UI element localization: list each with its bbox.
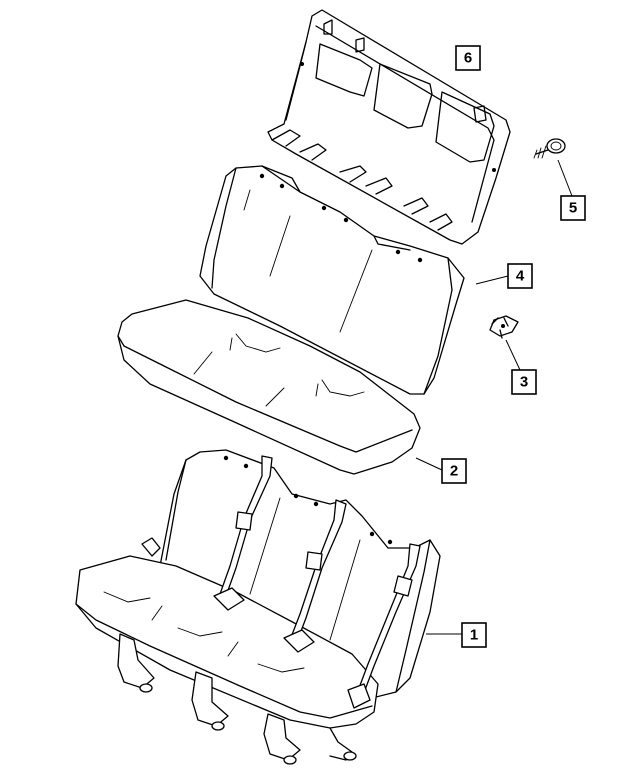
seat-cushion-part [117, 299, 421, 475]
callout-2: 2 [441, 458, 467, 484]
leader-line-4 [475, 275, 509, 285]
callout-4-label: 4 [516, 268, 525, 285]
callout-2-label: 2 [450, 463, 458, 480]
callout-3-label: 3 [520, 374, 528, 391]
callout-6-label: 6 [464, 50, 472, 67]
callout-1-label: 1 [470, 627, 478, 644]
callout-5: 5 [560, 195, 586, 221]
seat-back-cushion-part [199, 165, 465, 395]
callout-6: 6 [455, 45, 481, 71]
screw-part [533, 138, 566, 159]
leader-line-2 [415, 457, 443, 471]
clip-part [489, 315, 519, 339]
back-panel-part [267, 9, 511, 245]
callout-4: 4 [507, 263, 533, 289]
callout-3: 3 [511, 369, 537, 395]
leader-line-5 [557, 159, 573, 197]
callout-1: 1 [461, 622, 487, 648]
seat-assembly-part [75, 449, 441, 765]
leader-lines [415, 159, 573, 635]
leader-line-3 [505, 339, 521, 371]
callout-5-label: 5 [569, 200, 577, 217]
